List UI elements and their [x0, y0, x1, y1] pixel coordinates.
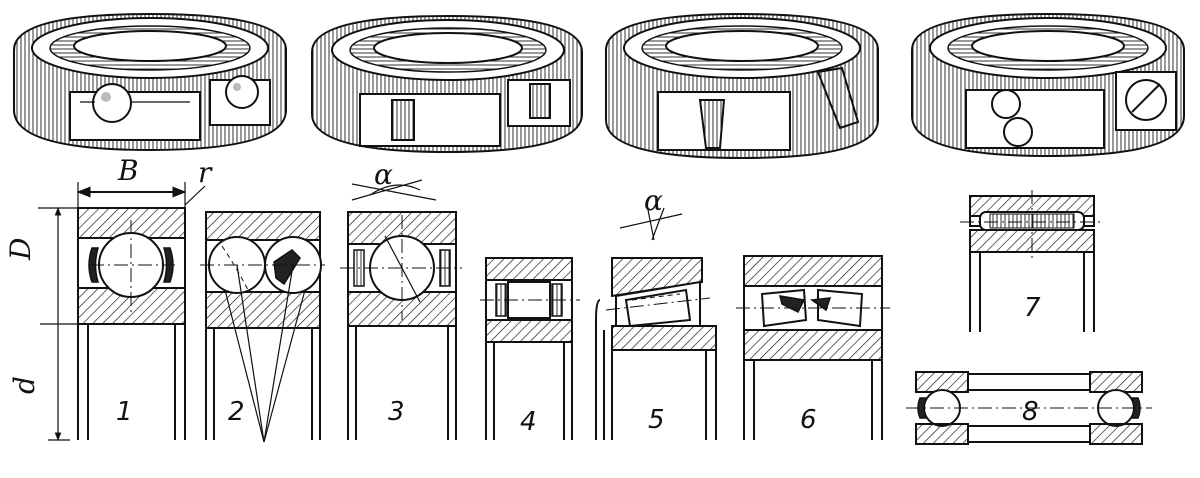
label-outer-diameter-d: D	[4, 238, 37, 261]
bearing-number-1: 1	[116, 397, 133, 427]
bearing-number-2: 2	[228, 397, 245, 427]
pictorial-tapered-roller-bearing	[605, 12, 879, 160]
section-bearing-1	[38, 182, 206, 441]
bearing-number-3: 3	[388, 397, 405, 427]
section-bearing-4	[480, 257, 580, 440]
section-bearing-6	[736, 255, 890, 440]
section-bearing-2	[200, 211, 325, 443]
bearing-number-7: 7	[1024, 293, 1041, 323]
label-angle-alpha-5: α	[644, 184, 663, 217]
section-bearing-3	[340, 179, 462, 440]
section-bearing-7	[960, 190, 1104, 332]
label-angle-alpha-3: α	[374, 158, 393, 191]
bearing-number-6: 6	[800, 405, 817, 435]
section-bearing-5	[595, 207, 717, 440]
section-bearing-8	[906, 371, 1152, 445]
label-inner-diameter-d: d	[8, 376, 41, 394]
label-width-b: B	[117, 154, 139, 187]
pictorial-self-aligning-ball-bearing	[911, 12, 1185, 158]
label-radius-r: r	[198, 156, 213, 189]
pictorial-ball-bearing	[13, 12, 287, 152]
bearing-number-4: 4	[520, 407, 537, 437]
pictorial-cylindrical-roller-bearing	[311, 14, 583, 154]
bearing-number-5: 5	[648, 405, 665, 435]
bearing-number-8: 8	[1022, 397, 1039, 427]
